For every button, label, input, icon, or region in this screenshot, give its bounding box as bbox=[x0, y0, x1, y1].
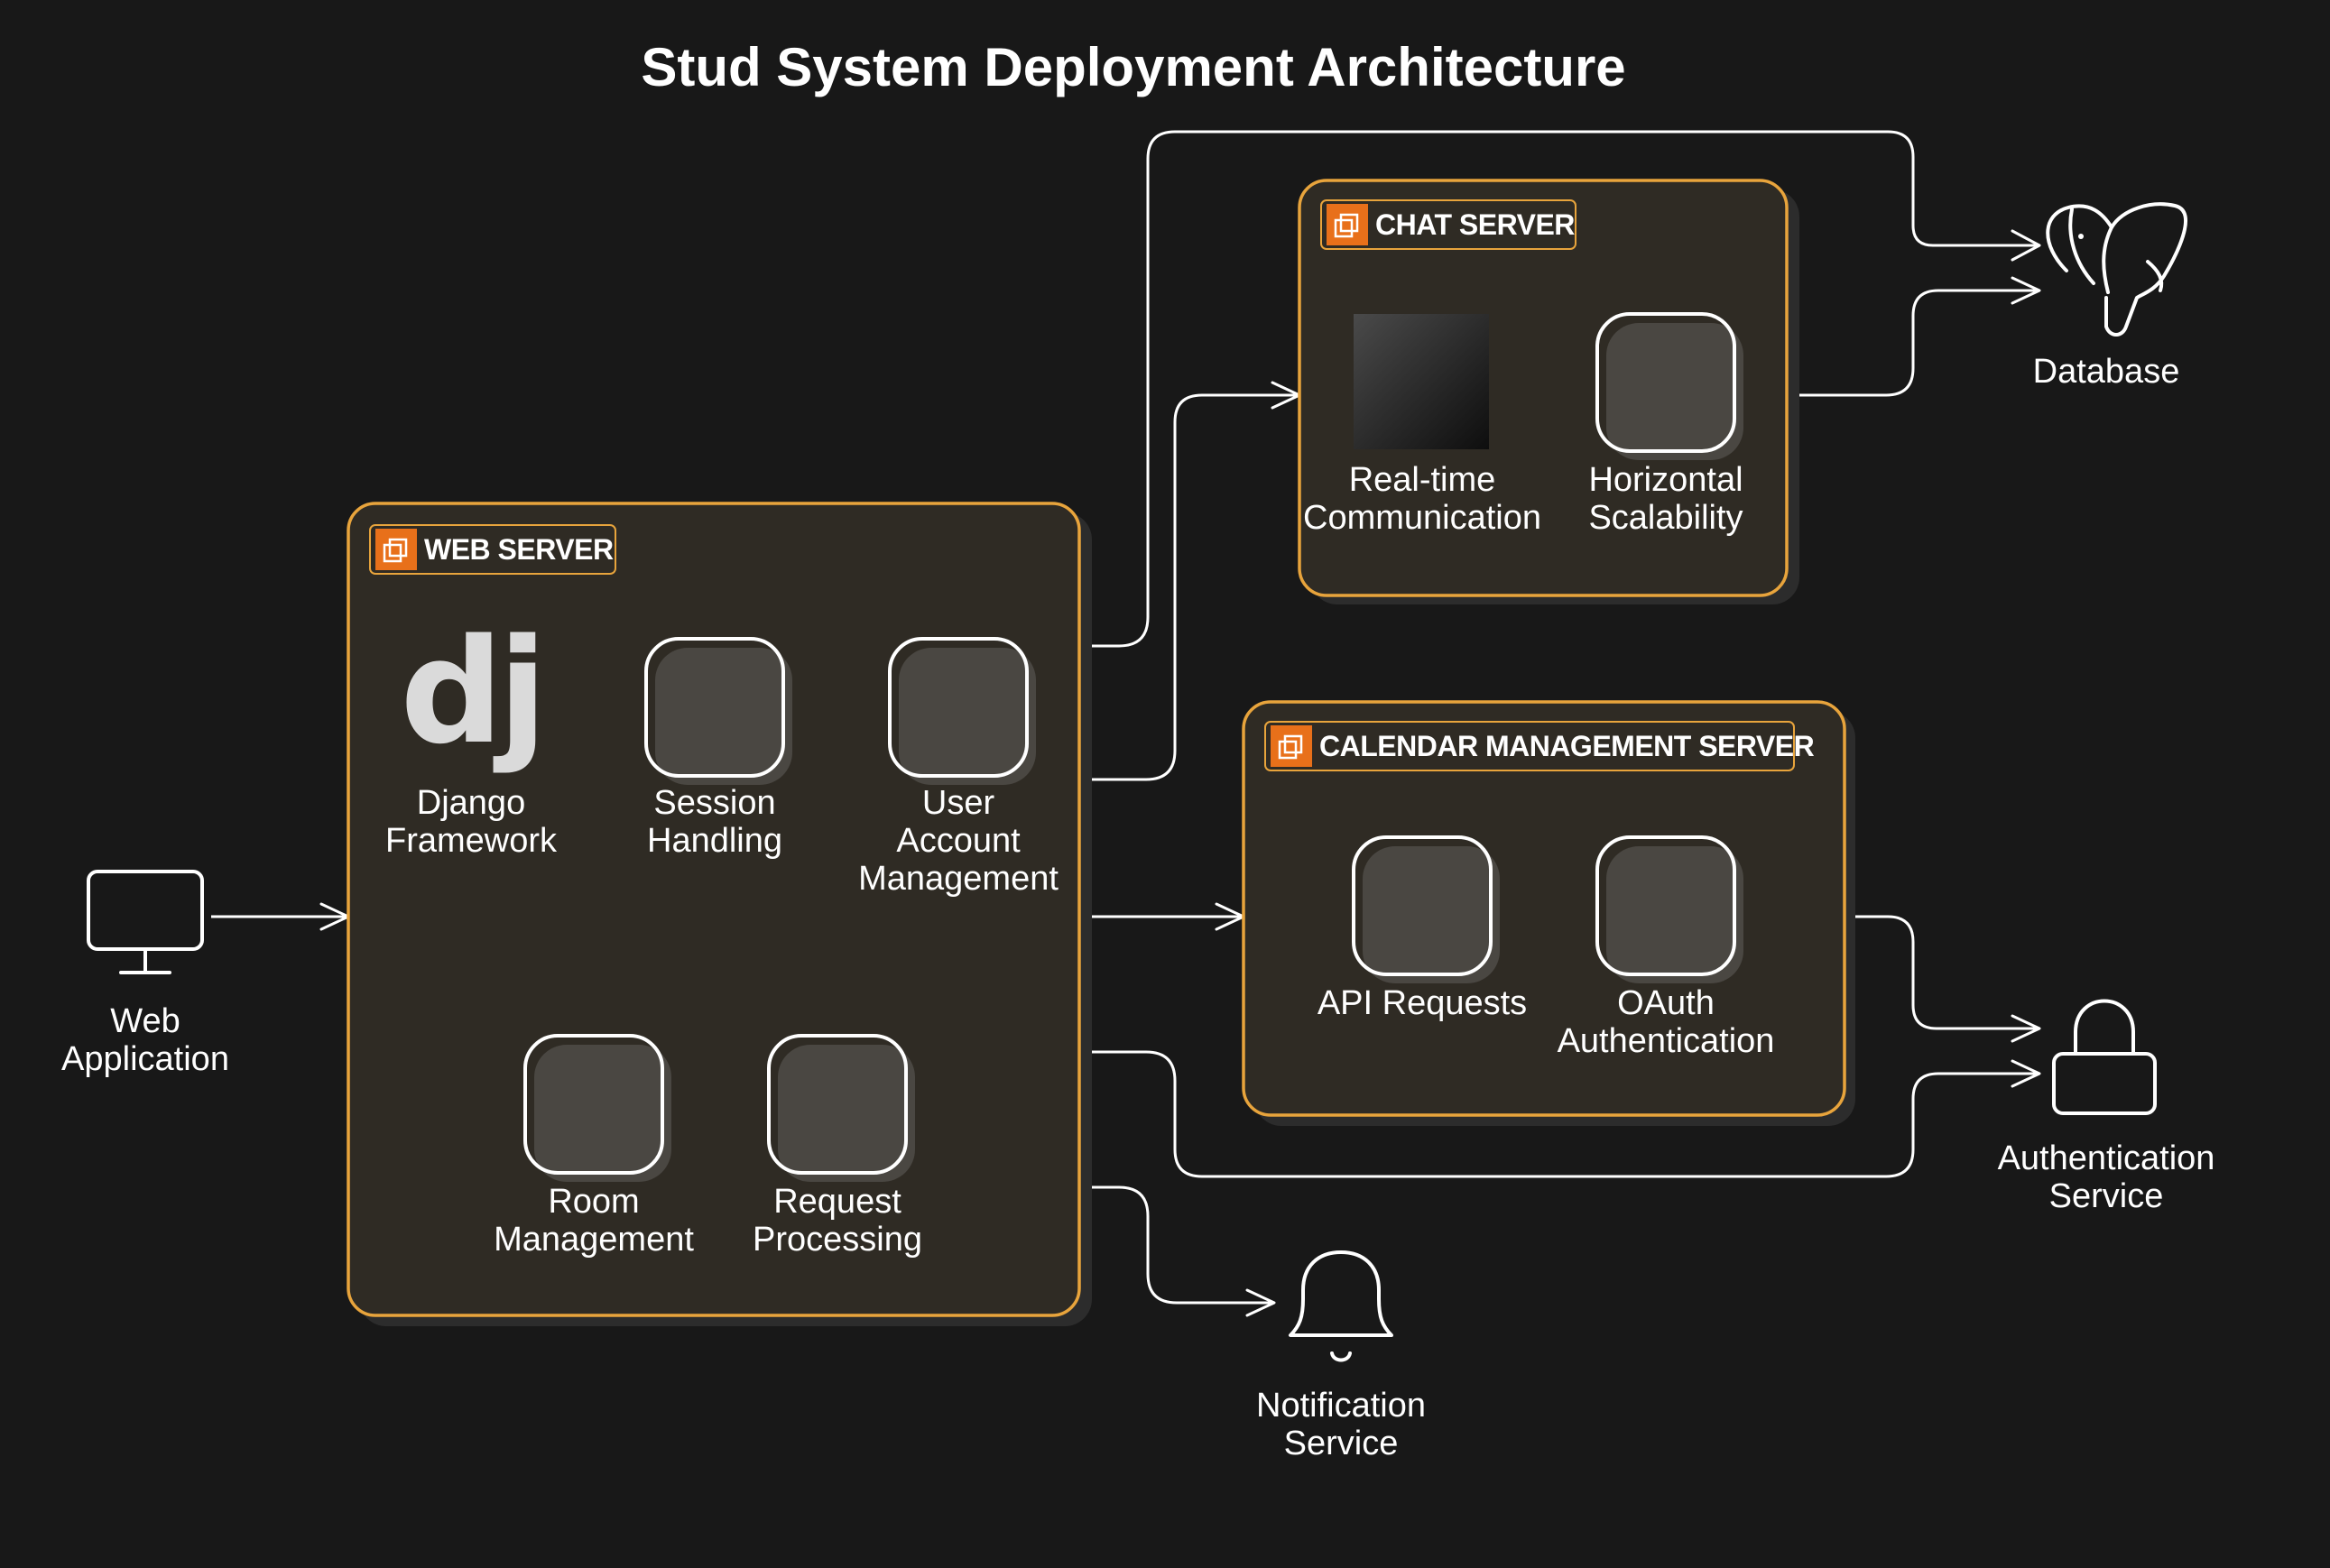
server-instance-icon bbox=[383, 538, 408, 563]
request-label-line1: Request bbox=[773, 1183, 901, 1221]
chat-server-group: CHAT SERVER Real-time Communication Hori… bbox=[1298, 179, 1799, 604]
request-processing-icon bbox=[767, 1034, 908, 1175]
user-account-management-item: User Account Management bbox=[858, 637, 1059, 898]
oauth-authentication-icon bbox=[1595, 835, 1736, 976]
oauth-label-line1: OAuth bbox=[1617, 984, 1715, 1022]
server-instance-icon bbox=[1334, 213, 1359, 238]
connector-calendar-to-auth bbox=[1845, 915, 2039, 1030]
scalability-label-line1: Horizontal bbox=[1588, 461, 1743, 499]
server-instance-icon bbox=[1278, 734, 1303, 760]
authentication-service-node: Authentication Service bbox=[1998, 999, 2215, 1215]
database-node: Database bbox=[2033, 202, 2187, 391]
postgresql-elephant-icon bbox=[2046, 202, 2187, 337]
django-framework-item: dj Django Framework bbox=[385, 607, 558, 860]
realtime-communication-item: Real-time Communication bbox=[1303, 314, 1541, 537]
horizontal-scalability-item: Horizontal Scalability bbox=[1588, 312, 1743, 537]
chat-server-label: CHAT SERVER bbox=[1375, 208, 1575, 241]
user-account-label-line1: User bbox=[922, 784, 995, 822]
realtime-label-line2: Communication bbox=[1303, 499, 1541, 537]
session-label-line1: Session bbox=[653, 784, 775, 822]
calendar-server-label: CALENDAR MANAGEMENT SERVER bbox=[1319, 730, 1815, 762]
web-app-label-line1: Web bbox=[110, 1002, 180, 1040]
api-requests-icon bbox=[1352, 835, 1493, 976]
session-handling-item: Session Handling bbox=[644, 637, 792, 860]
oauth-label-line2: Authentication bbox=[1558, 1022, 1775, 1060]
user-account-label-line3: Management bbox=[858, 860, 1059, 898]
django-label-line2: Framework bbox=[385, 822, 558, 860]
chat-server-badge: CHAT SERVER bbox=[1320, 199, 1576, 250]
web-application-node: Web Application bbox=[61, 870, 229, 1078]
horizontal-scalability-icon bbox=[1595, 312, 1736, 453]
lock-icon bbox=[2052, 999, 2157, 1115]
django-label-line1: Django bbox=[417, 784, 525, 822]
connector-webserver-to-database-top bbox=[1079, 130, 2039, 648]
web-server-badge: WEB SERVER bbox=[369, 524, 616, 575]
session-handling-icon bbox=[644, 637, 785, 778]
diagram-title: Stud System Deployment Architecture bbox=[641, 37, 1625, 97]
oauth-authentication-item: OAuth Authentication bbox=[1558, 835, 1775, 1060]
django-logo-icon: dj bbox=[400, 607, 547, 776]
connectors bbox=[211, 130, 2041, 1317]
session-label-line2: Handling bbox=[647, 822, 782, 860]
notification-service-node: Notification Service bbox=[1256, 1250, 1426, 1462]
bell-icon bbox=[1289, 1250, 1393, 1362]
auth-label-line1: Authentication bbox=[1998, 1139, 2215, 1177]
database-label: Database bbox=[2033, 353, 2180, 391]
user-account-icon bbox=[888, 637, 1029, 778]
web-app-label-line2: Application bbox=[61, 1040, 229, 1078]
connector-webserver-to-notification bbox=[1079, 1185, 1274, 1305]
realtime-label-line1: Real-time bbox=[1349, 461, 1496, 499]
calendar-server-badge: CALENDAR MANAGEMENT SERVER bbox=[1264, 721, 1815, 771]
scalability-label-line2: Scalability bbox=[1588, 499, 1743, 537]
room-management-icon bbox=[523, 1034, 664, 1175]
monitor-icon bbox=[87, 870, 204, 974]
auth-label-line2: Service bbox=[2049, 1177, 2164, 1215]
notification-label-line2: Service bbox=[1284, 1425, 1399, 1462]
request-label-line2: Processing bbox=[753, 1221, 922, 1259]
connector-webserver-to-auth bbox=[1079, 1050, 2039, 1178]
connector-chatserver-to-database bbox=[1787, 289, 2039, 397]
room-label-line2: Management bbox=[494, 1221, 694, 1259]
web-server-label: WEB SERVER bbox=[424, 533, 614, 566]
room-label-line1: Room bbox=[548, 1183, 639, 1221]
notification-label-line1: Notification bbox=[1256, 1387, 1426, 1425]
realtime-communication-icon bbox=[1354, 314, 1489, 449]
connector-webserver-to-chatserver bbox=[1079, 393, 1299, 781]
api-requests-label: API Requests bbox=[1318, 984, 1527, 1022]
web-server-group: WEB SERVER dj Django Framework Session H… bbox=[347, 502, 1092, 1326]
api-requests-item: API Requests bbox=[1318, 835, 1527, 1022]
svg-text:dj: dj bbox=[400, 607, 541, 776]
user-account-label-line2: Account bbox=[896, 822, 1021, 860]
calendar-management-server-group: CALENDAR MANAGEMENT SERVER API Requests … bbox=[1242, 700, 1855, 1126]
request-processing-item: Request Processing bbox=[753, 1034, 922, 1259]
room-management-item: Room Management bbox=[494, 1034, 694, 1259]
